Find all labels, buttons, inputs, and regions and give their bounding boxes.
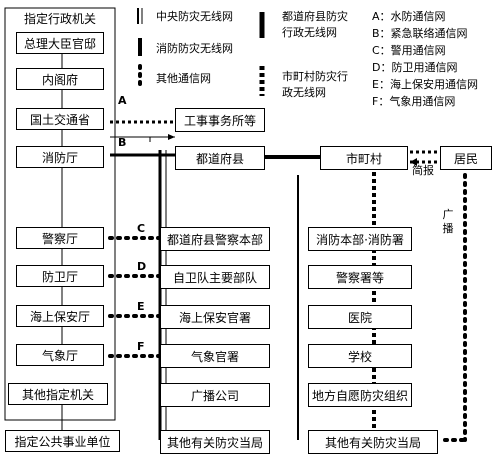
- legend-network-a: A：水防通信网: [372, 10, 446, 23]
- legend-network-f: F：气象用通信网: [372, 95, 456, 108]
- label-guangbo: 广播: [442, 208, 454, 235]
- box-defense-agency: 防卫厅: [16, 265, 104, 287]
- legend-network-b: B：紧急联络通信网: [372, 27, 468, 40]
- box-school: 学校: [308, 344, 412, 368]
- box-fire-agency: 消防厅: [16, 146, 104, 168]
- box-prefectural-police: 都道府县警察本部: [160, 227, 270, 251]
- box-broadcaster: 广播公司: [160, 383, 270, 407]
- legend-prefecture-label-1: 都道府县防灾: [282, 10, 348, 23]
- label-f: F: [137, 340, 145, 353]
- label-e: E: [137, 300, 145, 313]
- administrative-group-outline: [4, 7, 116, 421]
- legend-prefecture-label-2: 行政无线网: [282, 26, 337, 39]
- box-fire-dept: 消防本部·消防署: [308, 227, 412, 251]
- legend-network-e: E：海上保安用通信网: [372, 78, 478, 91]
- label-a: A: [118, 94, 127, 107]
- box-right-other-authority: 其他有关防灾当局: [308, 430, 438, 454]
- box-municipality: 市町村: [320, 146, 408, 170]
- arrow-right: [168, 134, 175, 140]
- label-d: D: [137, 260, 147, 273]
- box-mlit: 国土交通省: [16, 108, 104, 130]
- legend-network-c: C：警用通信网: [372, 44, 446, 57]
- box-weather-agency: 气象厅: [16, 344, 104, 366]
- legend-municipal-label-2: 政无线网: [282, 86, 326, 99]
- legend-network-d: D：防卫用通信网: [372, 61, 458, 74]
- administrative-group-title: 指定行政机关: [24, 12, 97, 26]
- label-c: C: [137, 222, 146, 235]
- box-local-volunteer: 地方自愿防灾组织: [308, 383, 412, 407]
- box-coast-guard: 海上保安厅: [16, 305, 104, 327]
- label-tongbao: 简报: [412, 164, 434, 177]
- box-cabinet-office: 内阁府: [16, 68, 104, 90]
- box-police-station: 警察署等: [308, 265, 412, 289]
- box-middle-other-authority: 其他有关防灾当局: [160, 430, 270, 454]
- box-other-designated: 其他指定机关: [8, 383, 108, 405]
- box-police-agency: 警察厅: [16, 227, 104, 249]
- legend-central-label: 中央防灾无线网: [156, 10, 233, 23]
- label-b: B: [118, 136, 127, 149]
- box-coast-guard-office: 海上保安官署: [160, 305, 270, 329]
- box-residents: 居民: [440, 146, 492, 170]
- legend-fire-label: 消防防灾无线网: [156, 42, 233, 55]
- box-pm-office: 总理大臣官邸: [16, 32, 104, 54]
- box-sdf-units: 自卫队主要部队: [160, 265, 270, 289]
- box-prefecture: 都道府县: [175, 146, 265, 170]
- arrow-to-municipal: [410, 158, 417, 166]
- box-construction-office: 工事事务所等: [175, 108, 265, 132]
- legend-municipal-label-1: 市町村防灾行: [282, 70, 348, 83]
- box-hospital: 医院: [308, 305, 412, 329]
- box-public-utility: 指定公共事业单位: [5, 430, 120, 452]
- legend-other-label: 其他通信网: [156, 72, 211, 85]
- box-weather-office: 气象官署: [160, 344, 270, 368]
